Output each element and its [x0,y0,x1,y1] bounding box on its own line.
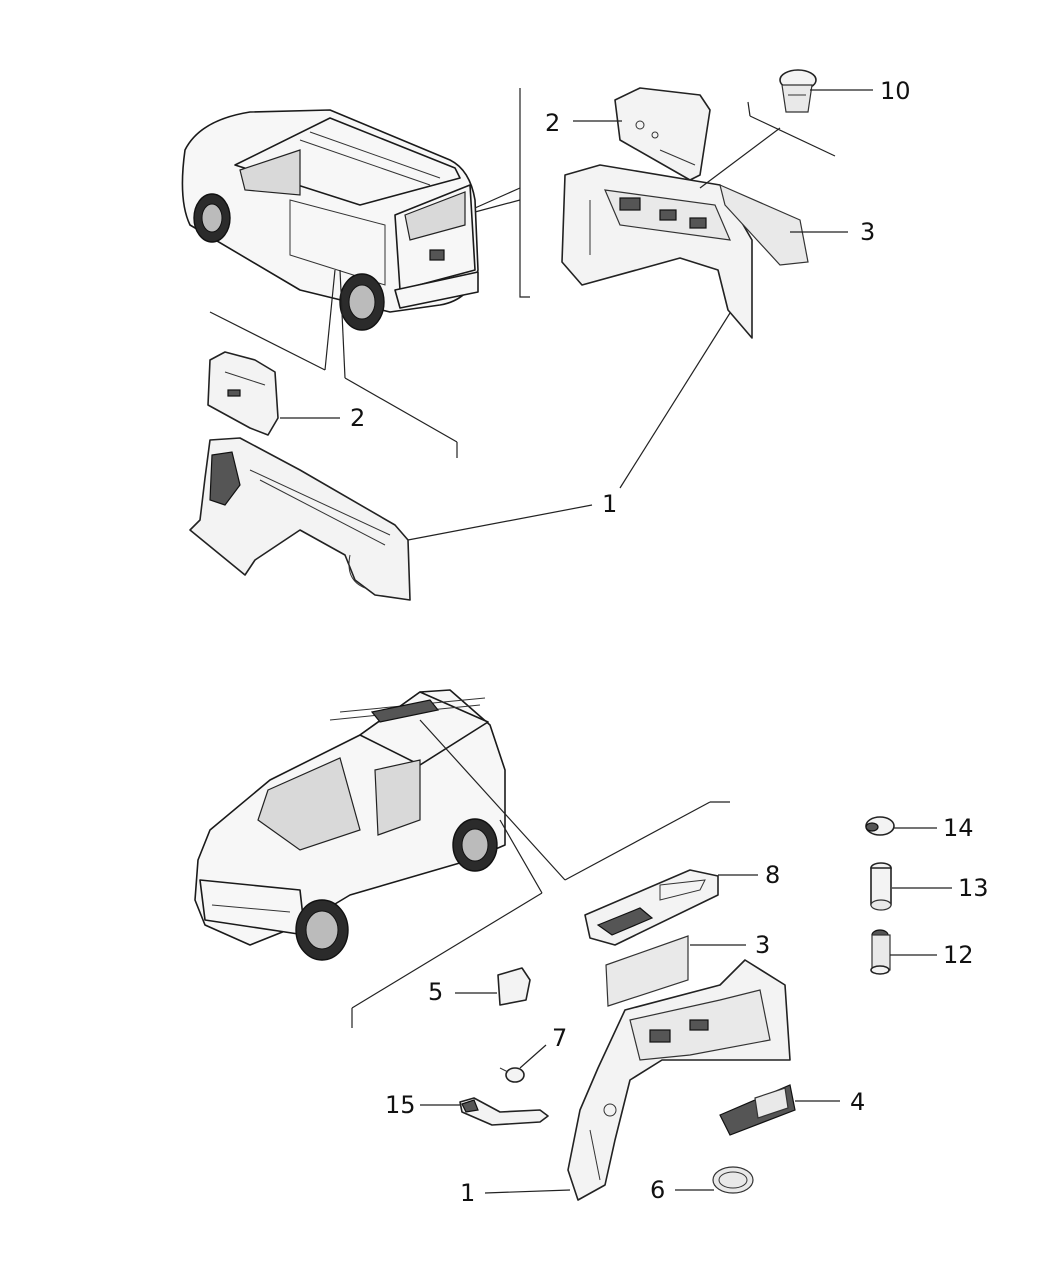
quarter-trim-panel-upper-right [561,164,753,339]
callout-8: 8 [765,861,780,889]
socket-ring-14 [865,816,895,836]
switch-module [719,1084,796,1136]
bezel-trim [459,1097,549,1126]
access-cover-lower [605,935,689,1007]
zoom-bracket-upper [519,88,530,298]
van-rear-view [181,109,479,331]
callout-6: 6 [650,1176,665,1204]
van-front-view [194,689,506,961]
van-rear-wheel-lower [452,818,498,872]
quarter-trim-panel-lower [567,959,791,1201]
push-pin [499,1067,525,1083]
power-outlet-12 [870,929,891,975]
trim-panel-upper-right [614,87,711,181]
callout-1-lower: 1 [460,1179,475,1207]
storage-tray [584,869,719,946]
callout-3-lower: 3 [755,931,770,959]
plug [712,1166,754,1194]
callout-1-upper: 1 [602,490,617,518]
upper-assembly: 2 10 3 2 1 [181,69,911,601]
callout-2-upper-right: 2 [545,109,560,137]
callout-13: 13 [958,874,989,902]
callout-2-upper-left: 2 [350,404,365,432]
callout-5: 5 [428,978,443,1006]
callout-15: 15 [385,1091,416,1119]
lower-assembly: 8 3 5 7 15 4 1 6 14 13 12 [194,689,989,1207]
callout-12: 12 [943,941,974,969]
van-front-wheel [193,193,231,243]
cap [497,967,531,1006]
access-cover-upper [719,183,809,266]
socket-housing-13 [870,862,892,911]
quarter-trim-panel-upper-left [189,437,411,601]
fastener-clip [779,69,817,113]
callout-7: 7 [552,1024,567,1052]
van-front-wheel-lower [295,899,349,961]
callout-3-upper: 3 [860,218,875,246]
callout-4: 4 [850,1088,865,1116]
van-rear-wheel [339,273,385,331]
callout-10: 10 [880,77,911,105]
trim-panel-upper-left [207,351,279,436]
callout-14: 14 [943,814,974,842]
